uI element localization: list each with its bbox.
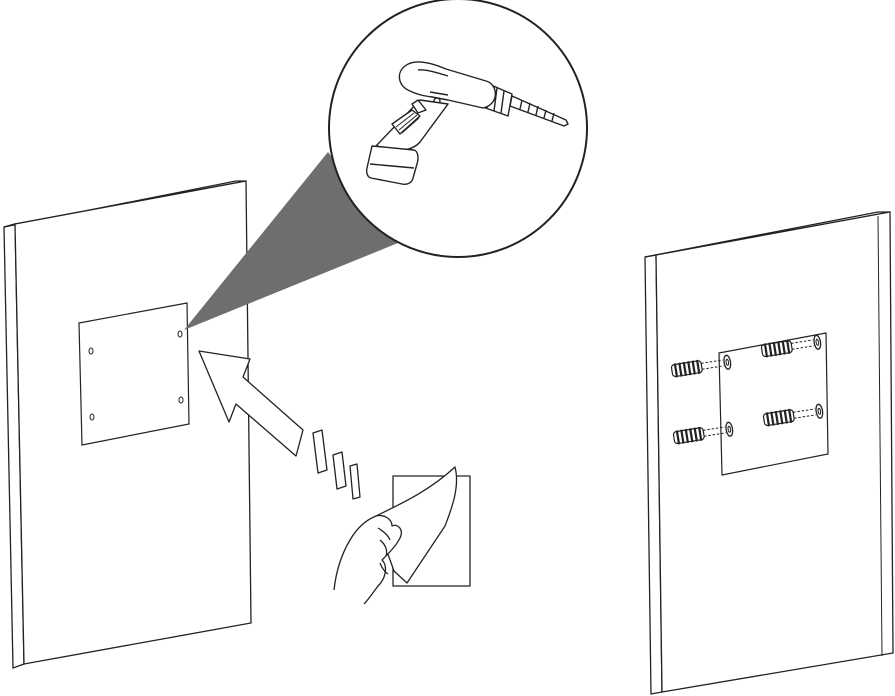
template-holes [88,330,184,421]
anchor-rib [693,427,698,442]
mounting-template [78,302,190,446]
wall-anchor-screw-icon [760,334,822,358]
anchor-rib [763,343,769,358]
screw-slot [815,338,820,346]
zoom-callout [184,0,588,330]
hand-finger-2 [379,539,388,557]
screw-shaft [791,339,814,350]
drill-bit-flutes [519,99,555,122]
anchor-rib [675,430,681,445]
arrow-dash-1 [312,429,328,474]
hand-finger-1 [377,527,391,541]
anchor-rib [689,428,694,443]
anchor-rib [777,341,782,356]
power-drill-icon [365,61,569,185]
template-hole [177,330,183,338]
screw-head [725,421,734,437]
wall-anchors [670,334,824,445]
drill-grip [391,109,421,135]
hand-outline [333,514,402,605]
wall-anchor-screw-icon [762,403,824,427]
arrow-dash-2 [332,451,347,490]
anchor-rib [772,341,778,357]
anchor-rib [682,361,688,377]
hand-thumb [379,562,389,575]
template-hole [88,347,94,355]
arrow-dash-3 [349,463,361,500]
anchor-rib [680,429,685,444]
arrow-head [198,350,304,457]
drill-body-detail [417,69,449,96]
anchor-rib [673,363,679,378]
screw-slot [725,358,730,366]
anchor-rib [785,339,791,354]
drill-body [398,61,497,109]
screw-head [815,403,824,419]
anchor-rib [765,412,771,427]
anchor-rib [787,408,793,423]
anchor-rib [695,359,701,374]
callout-beam [184,152,398,330]
anchor-rib [770,411,775,426]
anchor-rib [697,426,703,441]
installed-template [718,332,829,476]
screw-head [813,334,822,350]
drill-battery [365,145,419,185]
drill-battery-line [369,163,415,169]
right-panel-bevel [877,215,883,657]
anchor-rib [774,410,780,426]
right-panel [644,211,894,695]
screw-shaft [701,359,724,370]
anchor-rib [783,409,788,424]
screw-shaft [793,408,816,419]
drill-trigger [411,99,427,114]
wall-anchor-screw-icon [672,421,734,445]
hand-icon [333,514,402,605]
drill-grip-lines [395,112,420,134]
template-hole [178,396,184,404]
anchor-rib [768,342,773,357]
anchor-rib [684,428,690,444]
left-panel [3,180,252,669]
screw-shaft [703,426,726,437]
template-hole [89,413,95,421]
arrow-icon [198,350,361,500]
anchor-rib [678,362,683,377]
screw-head [723,354,732,370]
screw-slot [817,407,822,415]
anchor-rib [781,340,786,355]
anchor-rib [779,410,784,425]
anchor-rib [691,360,696,375]
screw-slot [727,425,732,433]
wall-anchor-screw-icon [670,354,732,378]
anchor-rib [687,361,692,376]
callout-circle [328,0,588,258]
peel-illustration [333,466,471,605]
